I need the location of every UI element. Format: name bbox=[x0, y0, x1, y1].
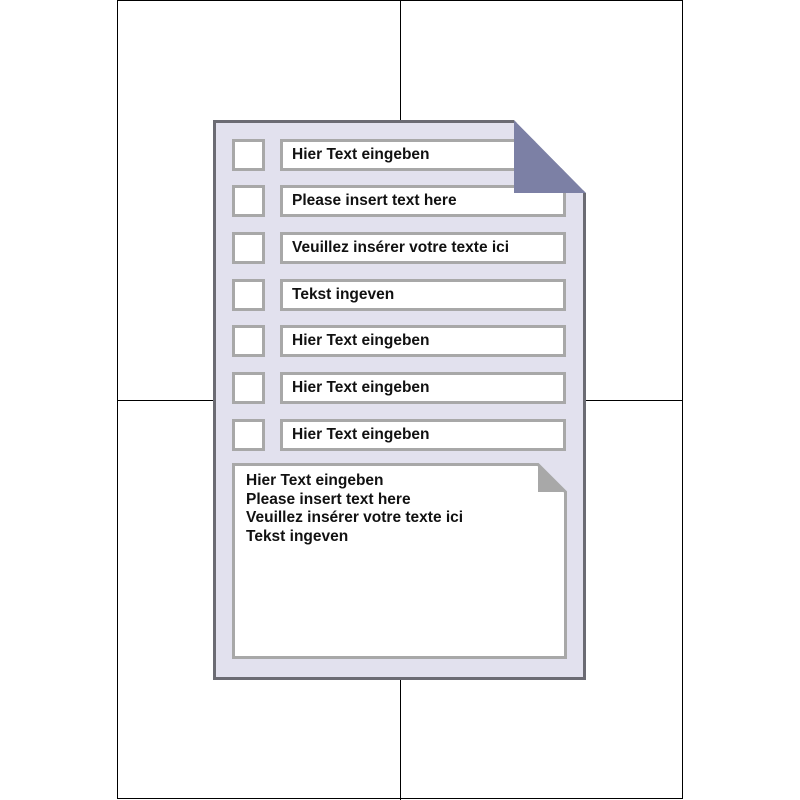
note-line: Tekst ingeven bbox=[246, 527, 349, 545]
checkbox[interactable] bbox=[232, 232, 265, 264]
guide-line-top bbox=[400, 0, 401, 122]
text-field[interactable]: Hier Text eingeben bbox=[280, 325, 566, 357]
guide-line-left bbox=[117, 400, 215, 401]
checkbox[interactable] bbox=[232, 279, 265, 311]
note-line: Hier Text eingeben bbox=[246, 472, 384, 489]
checkbox[interactable] bbox=[232, 372, 265, 404]
note-text: Hier Text eingeben Please insert text he… bbox=[246, 472, 536, 546]
note-line: Veuillez insérer votre texte ici bbox=[246, 509, 464, 526]
checkbox[interactable] bbox=[232, 325, 265, 357]
checkbox[interactable] bbox=[232, 185, 265, 217]
text-field[interactable]: Hier Text eingeben bbox=[280, 372, 566, 404]
text-field[interactable]: Tekst ingeven bbox=[280, 279, 566, 311]
note-fold-icon bbox=[538, 464, 566, 492]
note-textarea[interactable] bbox=[232, 463, 567, 659]
note-line: Please insert text here bbox=[246, 490, 411, 508]
folded-corner-icon bbox=[514, 120, 586, 193]
guide-line-bottom bbox=[400, 678, 401, 800]
checkbox[interactable] bbox=[232, 139, 265, 171]
text-field[interactable]: Veuillez insérer votre texte ici bbox=[280, 232, 566, 264]
guide-line-right bbox=[584, 400, 683, 401]
checkbox[interactable] bbox=[232, 419, 265, 451]
text-field[interactable]: Hier Text eingeben bbox=[280, 419, 566, 451]
